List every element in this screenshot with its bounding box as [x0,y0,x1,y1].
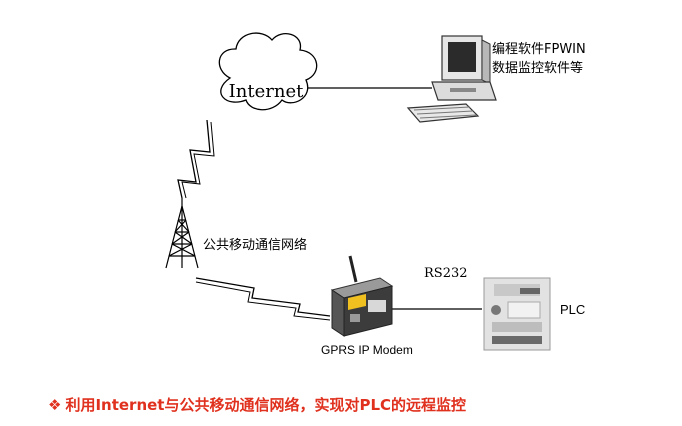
computer-label: 编程软件FPWIN 数据监控软件等 [492,40,586,78]
plc-icon [483,277,551,351]
wireless-link-upper [177,119,211,199]
wireless-link-upper-shadow [181,121,215,199]
caption-text: 利用Internet与公共移动通信网络，实现对PLC的远程监控 [65,396,467,414]
wireless-link-lower [195,277,331,317]
rs232-label: RS232 [424,266,468,281]
internet-cloud-label: Internet [229,81,304,102]
mobile-network-label: 公共移动通信网络 [203,238,308,253]
plc-label: PLC [560,302,586,317]
caption-bullet-icon: ❖ [48,396,62,414]
gprs-modem-icon [330,255,394,337]
modem-label: GPRS IP Modem [321,343,413,357]
radio-tower-icon [165,198,199,269]
computer-label-line-1: 编程软件FPWIN [492,42,586,57]
caption: ❖利用Internet与公共移动通信网络，实现对PLC的远程监控 [48,394,466,415]
computer-label-line-2: 数据监控软件等 [492,61,584,76]
computer-icon [406,35,497,123]
wireless-link-lower-shadow [195,281,331,321]
internet-cloud [218,32,318,111]
